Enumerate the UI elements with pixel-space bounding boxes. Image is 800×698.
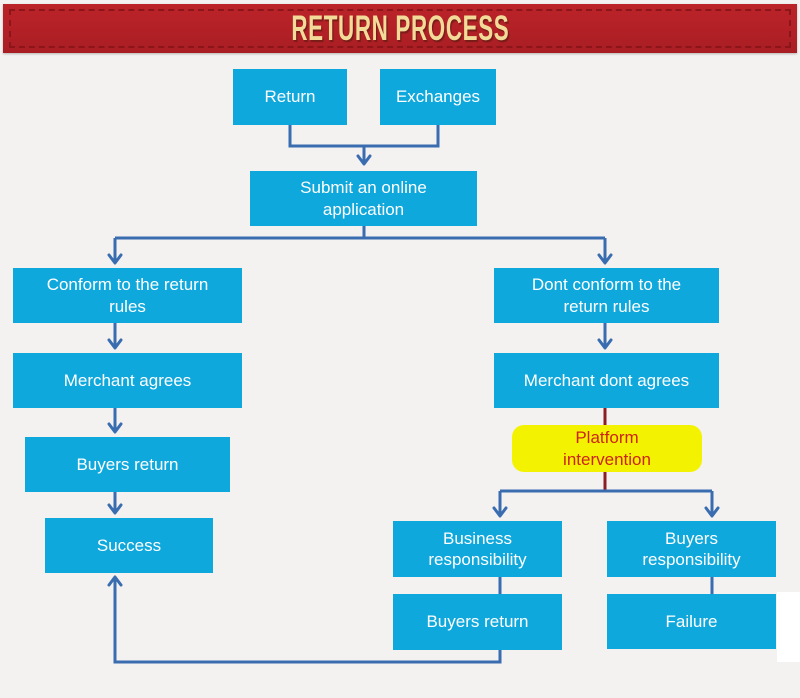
node-merchant-agrees-label: Merchant agrees: [63, 370, 192, 390]
node-submit-application: Submit an online application: [250, 171, 477, 226]
node-dont-conform-rules: Dont conform to the return rules: [494, 268, 719, 323]
node-exchanges-label: Exchanges: [395, 87, 481, 107]
title-banner: RETURN PROCESS: [3, 4, 797, 53]
node-buyers-responsibility: Buyers responsibility: [607, 521, 776, 577]
node-conform-rules-label: Conform to the return rules: [46, 275, 209, 316]
node-exchanges: Exchanges: [380, 69, 496, 125]
background-patch: [777, 592, 800, 662]
node-submit-application-label: Submit an online application: [300, 178, 427, 219]
edge-return-exchanges-join: [288, 125, 440, 148]
page-title: RETURN PROCESS: [290, 8, 510, 48]
node-platform-intervention: Platform intervention: [512, 425, 702, 472]
node-merchant-agrees: Merchant agrees: [13, 353, 242, 408]
node-buyers-return-bottom-label: Buyers return: [426, 612, 529, 632]
node-business-responsibility-label: Business responsibility: [428, 528, 527, 569]
node-return-label: Return: [264, 87, 316, 107]
node-buyers-return-bottom: Buyers return: [393, 594, 562, 650]
node-platform-intervention-label: Platform intervention: [563, 428, 651, 469]
node-return: Return: [233, 69, 347, 125]
node-buyers-return-left-label: Buyers return: [76, 454, 179, 474]
node-failure: Failure: [607, 594, 776, 649]
node-merchant-dont-agrees: Merchant dont agrees: [494, 353, 719, 408]
node-merchant-dont-agrees-label: Merchant dont agrees: [523, 370, 690, 390]
node-buyers-responsibility-label: Buyers responsibility: [642, 528, 741, 569]
node-buyers-return-left: Buyers return: [25, 437, 230, 492]
node-success: Success: [45, 518, 213, 573]
node-conform-rules: Conform to the return rules: [13, 268, 242, 323]
node-dont-conform-rules-label: Dont conform to the return rules: [531, 275, 682, 316]
node-business-responsibility: Business responsibility: [393, 521, 562, 577]
node-success-label: Success: [96, 535, 162, 555]
node-failure-label: Failure: [665, 611, 718, 631]
